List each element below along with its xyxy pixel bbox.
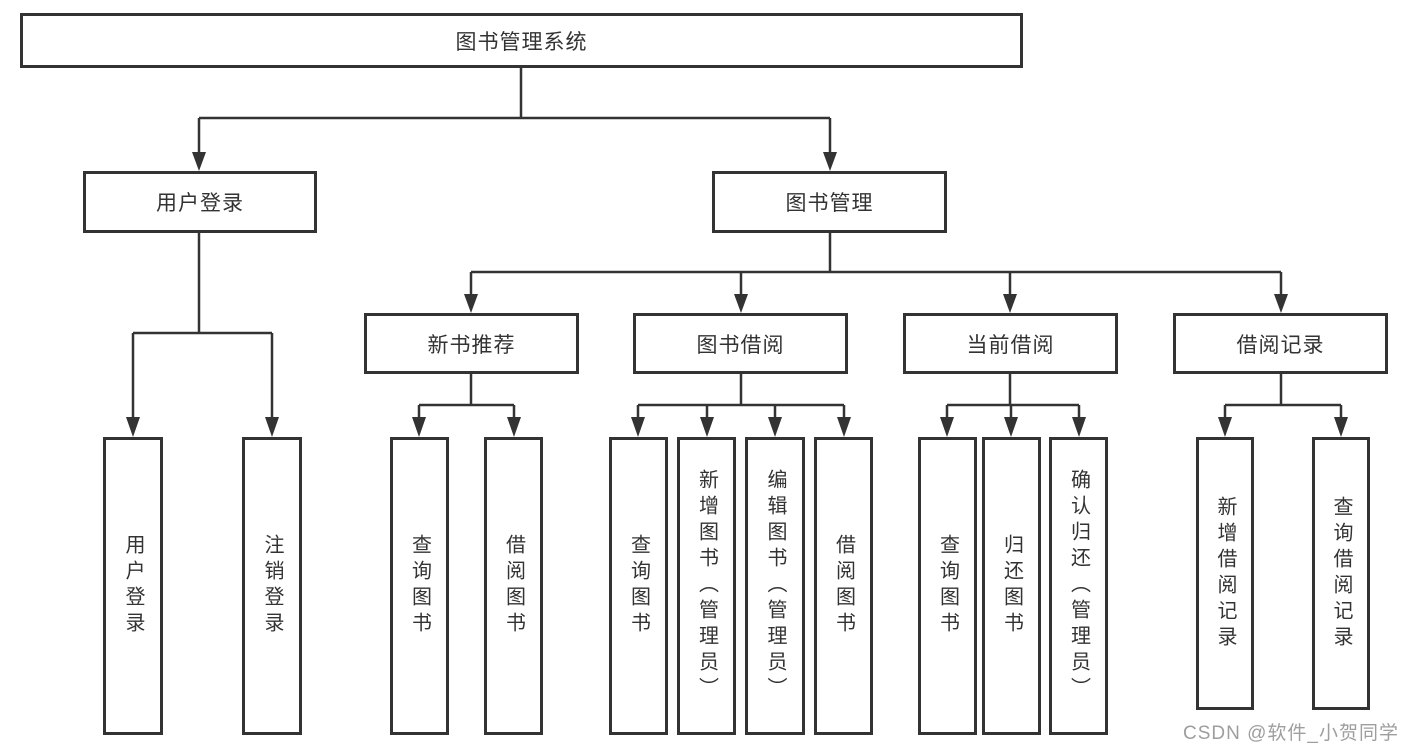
leaf-current-query-books: 查询图书 — [918, 437, 977, 735]
node-borrow-records: 借阅记录 — [1173, 313, 1388, 374]
leaf-logout: 注销登录 — [242, 437, 302, 735]
node-book-mgmt: 图书管理 — [712, 171, 947, 233]
node-book-mgmt-label: 图书管理 — [785, 192, 874, 215]
leaf-borrow-query-books-label: 查询图书 — [627, 534, 650, 638]
leaf-rec-query-books-label: 查询图书 — [408, 534, 431, 638]
leaf-user-login: 用户登录 — [103, 437, 163, 735]
leaf-add-books-admin: 新增图书（管理员） — [677, 437, 736, 735]
node-new-book-rec-label: 新书推荐 — [427, 333, 516, 357]
leaf-rec-borrow-books-label: 借阅图书 — [502, 534, 525, 638]
leaf-confirm-return-admin-label: 确认归还（管理员） — [1067, 469, 1090, 703]
leaf-rec-borrow-books: 借阅图书 — [484, 437, 543, 735]
leaf-user-login-label: 用户登录 — [122, 534, 144, 638]
node-new-book-rec: 新书推荐 — [364, 313, 579, 374]
connector-current-borrow-children — [940, 374, 1086, 437]
leaf-query-borrow-record-label: 查询借阅记录 — [1330, 495, 1352, 652]
leaf-add-borrow-record-label: 新增借阅记录 — [1214, 495, 1236, 652]
node-user-login: 用户登录 — [83, 171, 317, 233]
csdn-watermark: CSDN @软件_小贺同学 — [1183, 723, 1399, 744]
node-root-system: 图书管理系统 — [20, 13, 1023, 68]
leaf-add-borrow-record: 新增借阅记录 — [1196, 437, 1254, 710]
leaf-rec-query-books: 查询图书 — [390, 437, 449, 735]
leaf-edit-books-admin: 编辑图书（管理员） — [745, 437, 805, 735]
node-current-borrow: 当前借阅 — [903, 313, 1118, 374]
node-borrow-records-label: 借阅记录 — [1236, 333, 1325, 357]
node-book-borrow-label: 图书借阅 — [696, 333, 785, 357]
node-user-login-label: 用户登录 — [156, 192, 244, 215]
leaf-query-borrow-record: 查询借阅记录 — [1312, 437, 1370, 710]
leaf-confirm-return-admin: 确认归还（管理员） — [1049, 437, 1108, 735]
leaf-edit-books-admin-label: 编辑图书（管理员） — [764, 469, 786, 703]
leaf-borrow-books-label: 借阅图书 — [832, 534, 855, 638]
node-current-borrow-label: 当前借阅 — [966, 333, 1055, 357]
leaf-current-query-books-label: 查询图书 — [936, 534, 959, 638]
connector-root-to-level2 — [192, 68, 837, 171]
node-root-system-label: 图书管理系统 — [455, 30, 588, 54]
connector-borrow-records-children — [1218, 374, 1348, 437]
node-book-borrow: 图书借阅 — [633, 313, 848, 374]
leaf-borrow-query-books: 查询图书 — [609, 437, 668, 735]
leaf-return-books: 归还图书 — [982, 437, 1041, 735]
connector-user-login-children — [126, 233, 279, 437]
leaf-return-books-label: 归还图书 — [1000, 534, 1023, 638]
leaf-add-books-admin-label: 新增图书（管理员） — [695, 469, 718, 703]
connector-new-book-rec-children — [412, 374, 521, 437]
leaf-logout-label: 注销登录 — [261, 534, 283, 638]
connector-book-borrow-children — [631, 374, 851, 437]
leaf-borrow-books: 借阅图书 — [814, 437, 873, 735]
connector-book-mgmt-children — [464, 233, 1288, 313]
